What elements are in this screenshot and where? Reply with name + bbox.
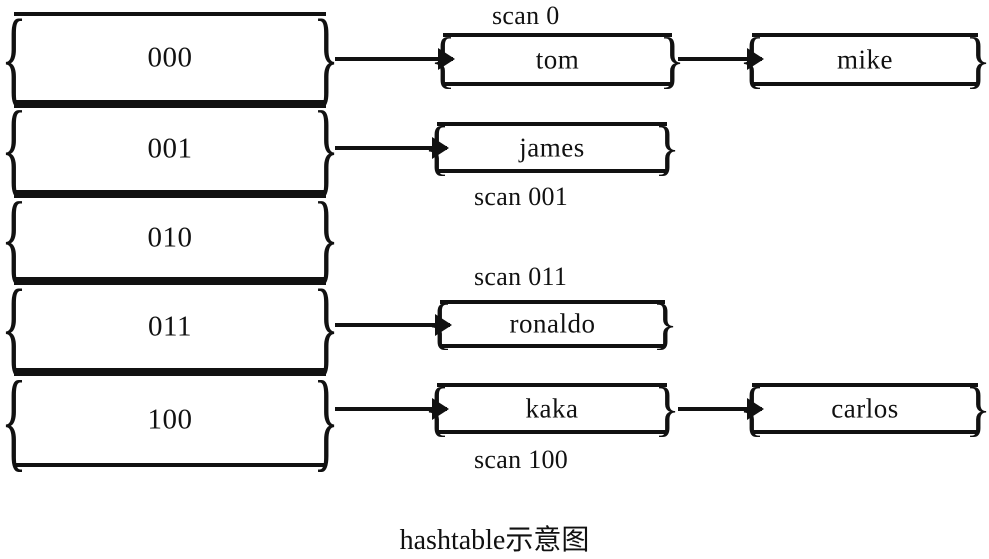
diagram-caption: hashtable示意图 — [399, 525, 590, 556]
arrow-icon — [335, 407, 447, 411]
bucket-011[interactable]: {}011 — [1, 272, 339, 380]
bucket-010[interactable]: {}010 — [1, 186, 339, 289]
node-value-label: james — [519, 132, 585, 162]
bucket-000[interactable]: {}000 — [1, 3, 339, 112]
bucket-key-label: 011 — [148, 310, 192, 342]
scan-label: scan 0 — [492, 1, 560, 30]
bucket-key-label: 010 — [147, 221, 193, 253]
scan-label: scan 001 — [474, 182, 569, 211]
node-ronaldo[interactable]: {}ronaldo — [427, 296, 678, 352]
node-value-label: kaka — [525, 393, 579, 423]
node-value-label: tom — [535, 44, 580, 74]
node-kaka[interactable]: {}kaka — [424, 378, 680, 438]
bucket-001[interactable]: {}001 — [1, 96, 339, 202]
arrow-icon — [678, 57, 762, 61]
scan-label: scan 100 — [474, 445, 569, 474]
arrow-icon — [335, 146, 447, 150]
bucket-100[interactable]: {}100 — [1, 363, 339, 475]
node-value-label: mike — [837, 44, 893, 74]
bucket-key-label: 100 — [147, 403, 193, 435]
node-value-label: carlos — [831, 393, 899, 423]
node-carlos[interactable]: {}carlos — [739, 378, 989, 438]
bucket-key-label: 001 — [147, 132, 193, 165]
arrow-icon — [678, 407, 762, 411]
bucket-key-label: 000 — [147, 41, 193, 74]
arrow-icon — [335, 57, 453, 61]
node-tom[interactable]: {}tom — [430, 28, 685, 90]
node-mike[interactable]: {}mike — [739, 28, 989, 90]
scan-label: scan 011 — [474, 262, 568, 291]
node-value-label: ronaldo — [509, 308, 596, 339]
node-james[interactable]: {}james — [424, 117, 680, 177]
arrow-icon — [335, 323, 450, 327]
